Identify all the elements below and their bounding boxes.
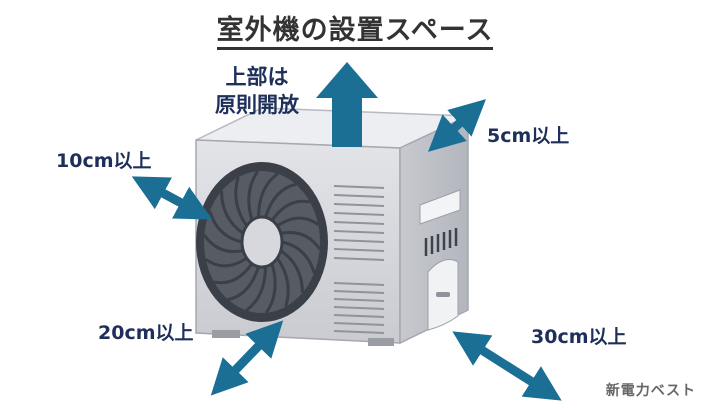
vent-slat bbox=[333, 194, 385, 198]
label-back-clearance: 5cm以上 bbox=[487, 125, 570, 147]
arrow-back-clearance-icon bbox=[428, 99, 486, 152]
vent-slat bbox=[333, 290, 385, 294]
label-front-left-clearance: 20cm以上 bbox=[98, 322, 194, 344]
vent-slat bbox=[333, 282, 385, 286]
fan-grille bbox=[196, 162, 328, 322]
arrow-front-right-clearance-icon bbox=[452, 331, 562, 401]
vent-slat bbox=[333, 322, 385, 326]
vent-slat bbox=[333, 203, 385, 207]
fan-blade bbox=[257, 172, 279, 218]
fan-blade bbox=[203, 233, 244, 253]
page-title-text: 室外機の設置スペース bbox=[216, 15, 494, 50]
fan-blade bbox=[245, 266, 267, 312]
label-top-line1: 上部は bbox=[225, 65, 289, 89]
fan-blade bbox=[204, 256, 248, 268]
label-top-clearance: 上部は 原則開放 bbox=[215, 63, 299, 119]
label-top-line2: 原則開放 bbox=[215, 93, 299, 117]
vent-slat bbox=[333, 314, 385, 318]
fan-blade bbox=[220, 191, 245, 235]
fan-blade bbox=[264, 182, 297, 218]
fan-blade bbox=[280, 231, 321, 251]
vent-slat bbox=[333, 306, 385, 310]
arrow-left-clearance-icon bbox=[131, 176, 213, 220]
fan-blade bbox=[276, 257, 290, 308]
vent-slat bbox=[333, 330, 385, 334]
vent-slat bbox=[333, 185, 385, 189]
label-left-clearance: 10cm以上 bbox=[56, 150, 152, 172]
vent-slat bbox=[333, 239, 385, 243]
vent-slat bbox=[333, 212, 385, 216]
fan-blade bbox=[270, 199, 311, 222]
fan-blade bbox=[213, 262, 254, 285]
fan-blade bbox=[265, 263, 277, 314]
fan-blade bbox=[234, 176, 248, 227]
credit-text: 新電力ベスト bbox=[605, 383, 696, 399]
fan-blade bbox=[281, 240, 316, 274]
page-title: 室外機の設置スペース bbox=[0, 8, 710, 50]
label-front-right-clearance: 30cm以上 bbox=[531, 326, 627, 348]
fan-blade bbox=[279, 249, 304, 293]
fan-blade bbox=[227, 266, 260, 302]
fan-blade bbox=[247, 170, 259, 221]
arrow-up-icon bbox=[316, 62, 378, 147]
fan-blade bbox=[276, 216, 320, 228]
vent-slat bbox=[333, 248, 385, 252]
arrow-front-left-clearance-icon bbox=[210, 320, 284, 396]
vent-slat bbox=[333, 221, 385, 225]
vent-slat bbox=[333, 298, 385, 302]
vent-slat bbox=[333, 257, 385, 261]
vent-slat bbox=[333, 230, 385, 234]
